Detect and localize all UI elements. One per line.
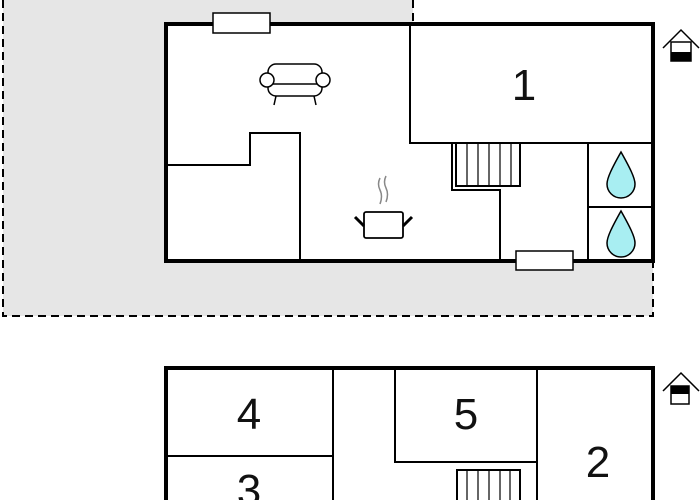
- room-5-label: 5: [454, 390, 478, 439]
- bathroom-wall: [587, 143, 653, 261]
- lower-floor: 4 5 2 3: [164, 366, 700, 500]
- floor-indicator-icon: [662, 28, 700, 62]
- sofa-icon: [259, 63, 331, 106]
- staircase: [455, 142, 521, 187]
- water-drop-icon: [606, 150, 636, 199]
- window: [515, 250, 574, 271]
- interior-wall: [166, 132, 301, 261]
- cooking-pot-icon: [353, 175, 414, 239]
- upper-floor: 1: [164, 12, 700, 271]
- room-1-label: 1: [512, 61, 536, 110]
- staircase: [456, 469, 521, 500]
- terrace-boundary: [2, 0, 654, 317]
- floor-indicator-icon: [662, 371, 700, 405]
- water-drop-icon: [606, 209, 636, 258]
- interior-wall: [451, 143, 501, 261]
- room-5: [394, 367, 538, 463]
- room-2-label: 2: [586, 438, 610, 487]
- window: [212, 12, 271, 34]
- room-3-label: 3: [237, 466, 261, 500]
- room-4-label: 4: [237, 390, 261, 439]
- room-1: [409, 23, 654, 144]
